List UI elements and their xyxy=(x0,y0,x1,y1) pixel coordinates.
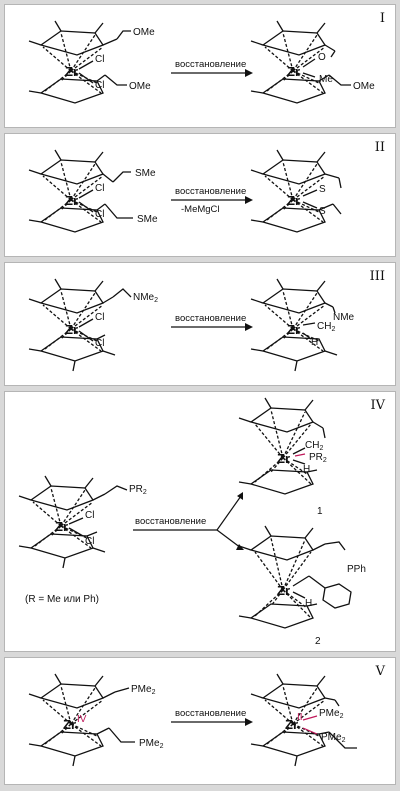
cl-atom: Cl xyxy=(85,510,94,521)
panel-ii: II Zr Cl Cl SMe SMe восстановление -MeMg… xyxy=(4,133,396,257)
zirconocene-dichloride-left xyxy=(18,475,128,569)
ome-group: OMe xyxy=(129,81,151,92)
reaction-arrow xyxy=(171,323,253,331)
pr2-group: PR2 xyxy=(129,484,147,496)
arrow-label: восстановление xyxy=(175,186,246,197)
reaction-arrow xyxy=(171,196,253,204)
me-group: Me xyxy=(319,74,333,85)
pph-group: PPh xyxy=(347,564,366,575)
ch2-group: CH2 xyxy=(317,321,335,333)
roman-numeral-i: I xyxy=(379,11,385,26)
compound-number-1: 1 xyxy=(317,506,323,517)
branch-arrow xyxy=(133,495,242,549)
reaction-v: Zr IV PMe2 PMe2 восстановление Zr II PMe… xyxy=(28,673,357,767)
cl-atom: Cl xyxy=(95,209,104,220)
zr-atom: Zr xyxy=(277,451,290,466)
pme2-group: PMe2 xyxy=(319,708,344,720)
dative-arrow xyxy=(302,715,318,721)
panel-v: V Zr IV PMe2 PMe2 восстановление xyxy=(4,657,396,785)
oxidation-state-iv: IV xyxy=(77,714,87,725)
zr-atom: Zr xyxy=(287,64,300,79)
zirconocene-left xyxy=(28,673,135,767)
panel-iv: IV Zr Cl Cl PR2 (R = Me или Ph) xyxy=(4,391,396,652)
arrow-label: восстановление xyxy=(175,313,246,324)
zirconocene-dichloride-left xyxy=(28,149,133,233)
arrow-label: восстановление xyxy=(135,516,206,527)
zr-atom: Zr xyxy=(277,583,290,598)
r-note: (R = Me или Ph) xyxy=(25,594,99,605)
arrow-label: восстановление xyxy=(175,59,246,70)
arrowhead-up xyxy=(237,492,243,500)
roman-numeral-v: V xyxy=(375,664,385,679)
ome-group: OMe xyxy=(133,27,155,38)
zirconocene-product-right xyxy=(250,149,342,233)
zirconocene-dichloride-left xyxy=(28,278,132,372)
cl-atom: Cl xyxy=(95,312,104,323)
pme2-group: PMe2 xyxy=(139,738,164,750)
ch2-group: CH2 xyxy=(305,440,323,452)
oxidation-state-ii: II xyxy=(297,712,303,723)
cl-atom: Cl xyxy=(95,183,104,194)
pme2-group: PMe2 xyxy=(131,684,156,696)
reaction-arrow xyxy=(171,718,253,726)
product-1-structure xyxy=(238,397,326,495)
o-atom: O xyxy=(318,52,326,63)
s-atom: S xyxy=(319,206,326,217)
zr-atom: Zr xyxy=(287,322,300,337)
pr2-group: PR2 xyxy=(309,452,327,464)
zr-atom: Zr xyxy=(65,193,78,208)
dative-arrow xyxy=(294,453,306,457)
roman-numeral-ii: II xyxy=(374,140,385,155)
reaction-iv: Zr Cl Cl PR2 (R = Me или Ph) восстановле… xyxy=(18,397,366,647)
arrow-label: восстановление xyxy=(175,708,246,719)
zr-atom: Zr xyxy=(285,717,298,732)
zr-atom: Zr xyxy=(287,193,300,208)
pme2-group: PMe2 xyxy=(321,732,346,744)
reaction-ii: Zr Cl Cl SMe SMe восстановление -MeMgCl … xyxy=(28,149,342,233)
arrow-sublabel: -MeMgCl xyxy=(181,204,220,215)
cl-atom: Cl xyxy=(95,80,104,91)
zr-atom: Zr xyxy=(65,64,78,79)
zirconocene-product-right xyxy=(250,278,338,372)
sme-group: SMe xyxy=(137,214,158,225)
panel-iii: III Zr Cl Cl NMe2 восстановление xyxy=(4,262,396,386)
zr-atom: Zr xyxy=(65,322,78,337)
zirconocene-product-right xyxy=(250,20,351,104)
h-atom: H xyxy=(303,464,310,475)
roman-numeral-iv: IV xyxy=(370,398,385,413)
cl-atom: Cl xyxy=(95,338,104,349)
cl-atom: Cl xyxy=(85,536,94,547)
product-2-structure xyxy=(238,525,352,629)
ome-group: OMe xyxy=(353,81,375,92)
zr-atom: Zr xyxy=(55,519,68,534)
reaction-arrow xyxy=(171,69,253,77)
s-atom: S xyxy=(319,184,326,195)
reaction-iii: Zr Cl Cl NMe2 восстановление Zr NMe CH2 … xyxy=(28,278,355,372)
nme2-group: NMe2 xyxy=(133,292,158,304)
zirconocene-dichloride-left xyxy=(28,20,131,104)
h-atom: H xyxy=(311,337,318,348)
zr-atom: Zr xyxy=(63,717,76,732)
zirconocene-product-right xyxy=(250,673,357,767)
panel-i: I Zr Cl Cl OMe OMe восстановление xyxy=(4,4,396,128)
compound-number-2: 2 xyxy=(315,636,321,647)
roman-numeral-iii: III xyxy=(369,269,385,284)
nme-group: NMe xyxy=(333,312,355,323)
reaction-i: Zr Cl Cl OMe OMe восстановление Zr O Me xyxy=(28,20,375,104)
cl-atom: Cl xyxy=(95,54,104,65)
dative-arrow xyxy=(302,727,318,735)
h-atom: H xyxy=(305,598,312,609)
sme-group: SMe xyxy=(135,168,156,179)
